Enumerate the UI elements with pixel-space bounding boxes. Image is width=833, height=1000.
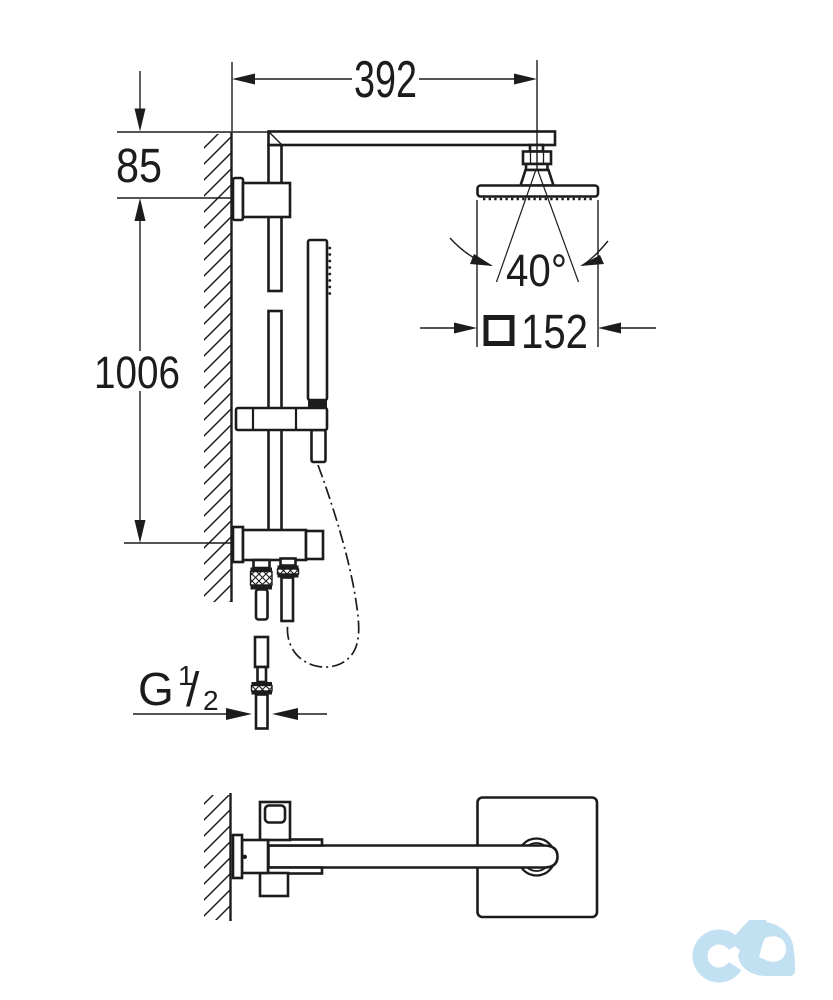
bottom-wall-bracket: [231, 525, 325, 564]
hand-shower-handle: [310, 428, 327, 464]
head-cone-mount: [518, 168, 556, 187]
dim-height-value: 1006: [94, 347, 180, 398]
wall-flange-top-view: [231, 833, 244, 880]
shower-arm-top-view: [267, 844, 559, 869]
hand-shower: [306, 238, 332, 464]
left-hose-nozzle: [249, 558, 273, 621]
dimension-85: 85: [116, 71, 268, 221]
dimension-spray-angle: 40°: [449, 237, 609, 296]
dimension-1006: 1006: [94, 221, 231, 544]
supply-hose: [250, 635, 273, 730]
arm-miter-line: [269, 132, 282, 145]
dimension-392: 392: [231, 51, 538, 171]
top-down-view: [204, 793, 599, 921]
logo-c-shape: [692, 929, 742, 983]
wall-side-view: [204, 131, 233, 602]
diverter-knob-top-view: [258, 800, 292, 898]
thread-denominator: 2: [203, 685, 219, 716]
thread-slash: /: [186, 664, 200, 717]
spray-cone-right-line: [537, 170, 580, 283]
dim-spray-angle-value: 40°: [506, 245, 567, 296]
head-plate: [476, 184, 600, 198]
dim-head-width-value: 152: [521, 306, 588, 359]
thread-prefix: G: [138, 663, 174, 715]
dimension-thread: G 1 / 2: [133, 660, 327, 720]
square-symbol: [483, 315, 515, 346]
dim-arm-projection-value: 392: [354, 51, 417, 109]
slider-bracket: [234, 406, 329, 432]
mount-screw-dot: [242, 854, 247, 859]
top-wall-bracket: [231, 176, 292, 222]
dimension-152: 152: [420, 200, 656, 359]
right-hose-nozzle: [276, 557, 300, 623]
hand-shower-spray-dots: [328, 246, 332, 295]
cd-watermark-logo: [692, 920, 795, 983]
thread-numerator: 1: [178, 660, 194, 691]
spray-cone-left-line: [495, 170, 537, 283]
wall-top-view: [204, 793, 232, 921]
logo-d-counter: [759, 936, 786, 962]
dim-top-offset-value: 85: [116, 140, 162, 193]
shower-arm: [267, 130, 557, 147]
